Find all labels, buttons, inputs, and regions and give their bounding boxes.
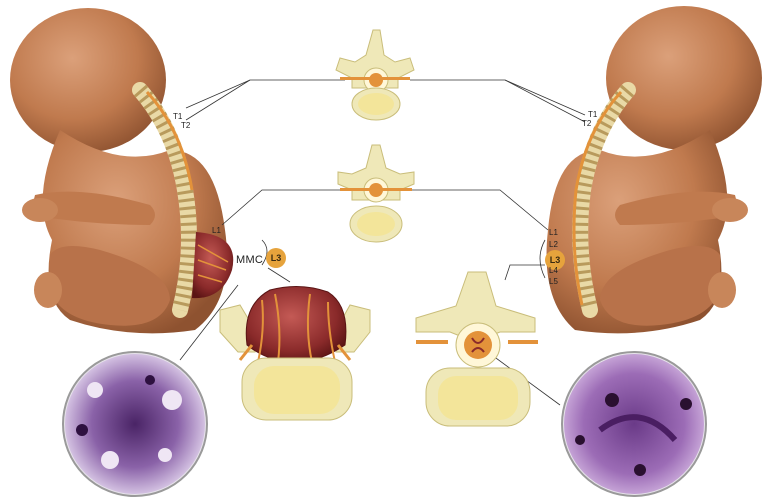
label-left-t2: T2 [181,121,191,130]
vertebra-thoracic [335,29,415,121]
histology-lesion [62,351,208,497]
label-right-l5: L5 [549,277,558,286]
histology-normal [561,351,707,497]
label-right-l4: L4 [549,266,558,275]
fetus-right [546,6,762,334]
fetus-left [10,8,234,334]
myelomeningocele-section [219,286,371,421]
label-left-l1: L1 [212,226,221,235]
label-left-t1: T1 [173,112,183,121]
badge-left-l3: L3 [266,248,286,268]
label-right-l1: L1 [549,228,558,237]
vertebra-lumbar [337,144,415,243]
label-mmc: MMC [236,254,264,266]
normal-spine-section [415,271,538,427]
label-right-t2: T2 [582,119,592,128]
badge-right-l3: L3 [545,250,565,270]
label-right-l2: L2 [549,240,558,249]
label-right-t1: T1 [588,110,598,119]
connector-lines [179,79,586,406]
